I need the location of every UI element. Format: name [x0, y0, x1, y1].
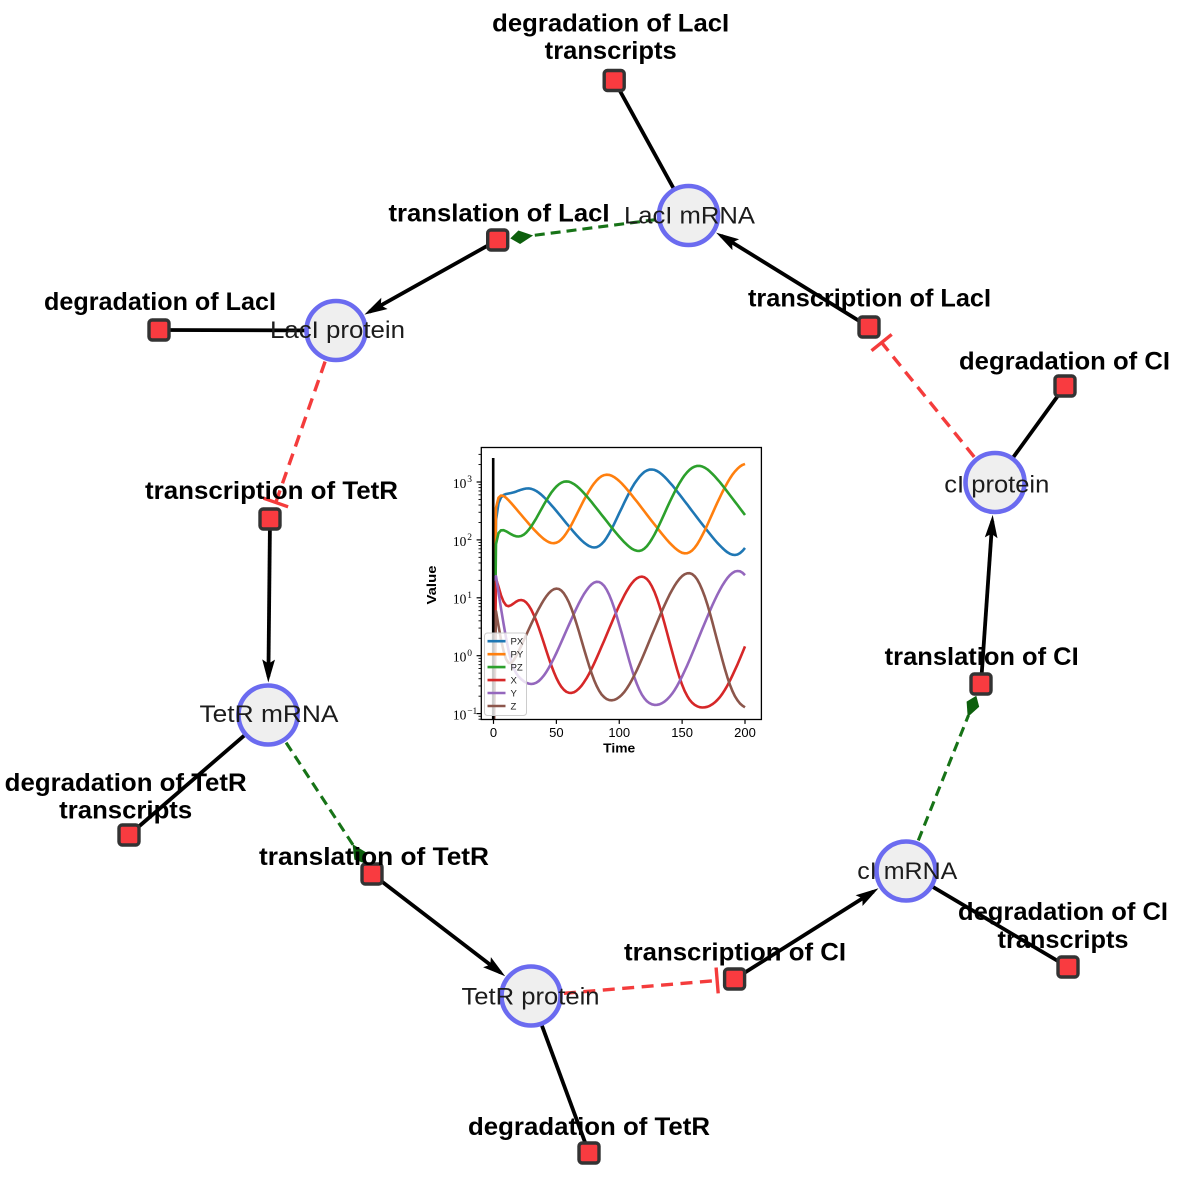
svg-text:degradation of LacI: degradation of LacI — [492, 10, 729, 38]
svg-text:TetR protein: TetR protein — [462, 984, 600, 1011]
svg-text:degradation of TetR: degradation of TetR — [5, 769, 247, 797]
svg-text:translation of TetR: translation of TetR — [259, 843, 489, 871]
svg-text:PZ: PZ — [511, 663, 523, 674]
svg-text:10: 10 — [453, 650, 467, 665]
svg-text:translation of LacI: translation of LacI — [389, 200, 610, 228]
svg-text:transcription of CI: transcription of CI — [624, 939, 846, 967]
svg-text:0: 0 — [467, 649, 472, 659]
svg-text:transcripts: transcripts — [998, 926, 1129, 954]
svg-text:LacI mRNA: LacI mRNA — [624, 203, 755, 230]
svg-text:cI protein: cI protein — [944, 471, 1049, 498]
svg-text:50: 50 — [549, 725, 563, 740]
svg-text:3: 3 — [467, 475, 472, 485]
svg-text:10: 10 — [453, 476, 467, 491]
svg-text:LacI protein: LacI protein — [270, 317, 405, 344]
svg-text:10: 10 — [453, 592, 467, 607]
svg-text:Time: Time — [603, 741, 635, 756]
svg-text:200: 200 — [734, 725, 756, 740]
svg-text:Z: Z — [511, 701, 517, 712]
svg-text:PX: PX — [511, 637, 524, 648]
svg-text:X: X — [511, 676, 518, 687]
svg-text:PY: PY — [511, 650, 524, 661]
svg-text:transcripts: transcripts — [59, 797, 192, 825]
svg-text:Y: Y — [511, 688, 518, 699]
svg-text:degradation of TetR: degradation of TetR — [468, 1113, 710, 1141]
svg-text:1: 1 — [467, 591, 472, 601]
svg-text:0: 0 — [490, 725, 497, 740]
svg-text:Value: Value — [424, 566, 439, 605]
svg-text:TetR mRNA: TetR mRNA — [200, 701, 339, 728]
svg-text:2: 2 — [467, 533, 472, 543]
svg-text:100: 100 — [608, 725, 630, 740]
svg-text:10: 10 — [453, 534, 467, 549]
svg-text:cI mRNA: cI mRNA — [857, 858, 957, 885]
svg-text:10: 10 — [453, 708, 467, 723]
svg-text:transcription of TetR: transcription of TetR — [145, 477, 398, 505]
svg-text:degradation of CI: degradation of CI — [958, 898, 1168, 926]
svg-text:−1: −1 — [467, 707, 477, 717]
svg-text:degradation of CI: degradation of CI — [959, 348, 1170, 376]
svg-text:degradation of LacI: degradation of LacI — [44, 288, 276, 316]
svg-text:translation of CI: translation of CI — [885, 643, 1079, 671]
svg-text:transcripts: transcripts — [545, 37, 677, 65]
svg-text:transcription of LacI: transcription of LacI — [748, 285, 991, 313]
svg-text:150: 150 — [671, 725, 693, 740]
